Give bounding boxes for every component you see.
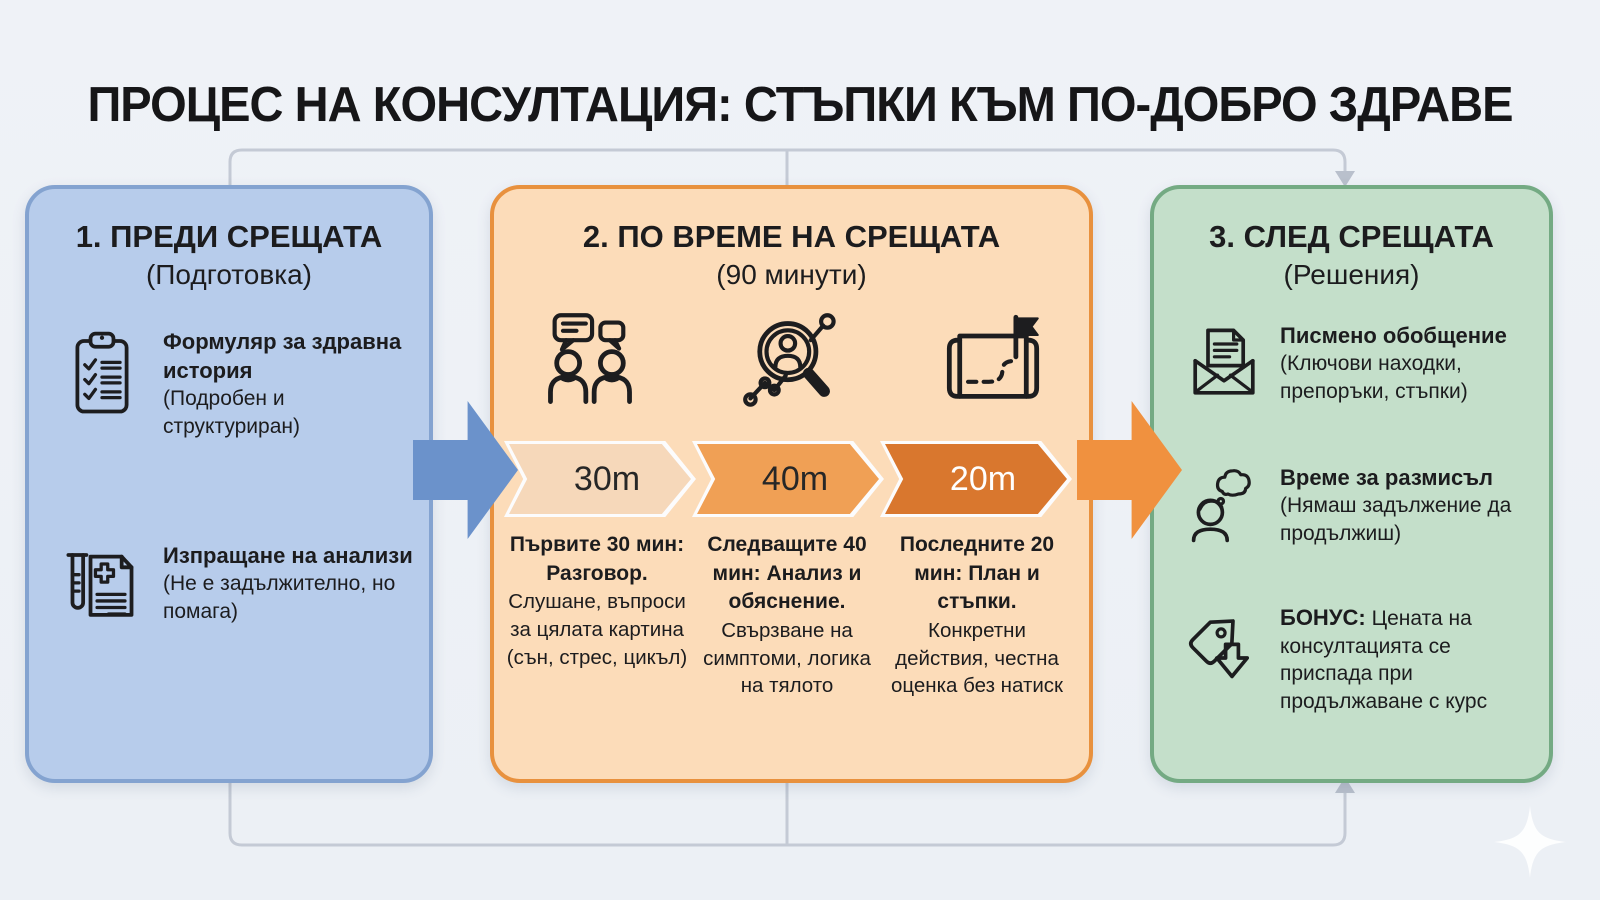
list-item-text: БОНУС: Цената на консултацията се приспа… [1280, 603, 1537, 716]
conversation-icon [536, 305, 644, 417]
page-title: ПРОЦЕС НА КОНСУЛТАЦИЯ: СТЪПКИ КЪМ ПО-ДОБ… [87, 77, 1513, 132]
panel-before-header: 1. ПРЕДИ СРЕЩАТА (Подготовка) [29, 217, 429, 294]
panel-during-meeting: 2. ПО ВРЕМЕ НА СРЕЩАТА (90 минути) [490, 185, 1093, 783]
timeline-label: 30m [573, 459, 641, 498]
panel-during-header: 2. ПО ВРЕМЕ НА СРЕЩАТА (90 минути) [494, 217, 1089, 294]
phase-40m-text: Следващите 40 мин: Анализ и обяснение. С… [693, 531, 881, 700]
list-item: Изпращане на анализи (Не е задължително,… [61, 541, 415, 633]
list-item-normal: (Ключови находки, препоръки, стъпки) [1280, 352, 1468, 403]
phase-normal: Слушане, въпроси за цялата картина (сън,… [506, 590, 688, 669]
analysis-magnifier-icon [738, 305, 846, 417]
list-item-text: Писмено обобщение (Ключови находки, преп… [1280, 321, 1537, 405]
list-item-bold: БОНУС: [1280, 605, 1366, 630]
timeline-segment-40m: 40m [692, 441, 884, 517]
phase-normal: Свързване на симптоми, логика на тялото [703, 618, 871, 698]
phase-normal: Конкретни действия, честна оценка без на… [890, 618, 1064, 698]
list-item-text: Изпращане на анализи (Не е задължително,… [163, 541, 415, 625]
list-item-text: Време за размисъл (Нямаш задължение да п… [1280, 463, 1537, 547]
price-tag-discount-icon [1184, 603, 1264, 689]
during-icons-row [494, 305, 1089, 417]
phase-30m-text: Първите 30 мин: Разговор. Слушане, въпро… [503, 531, 691, 672]
phase-20m-text: Последните 20 мин: План и стъпки. Конкре… [883, 531, 1071, 700]
list-item-bold: Изпращане на анализи [163, 543, 413, 568]
timeline-segment-20m: 20m [880, 441, 1072, 517]
list-item-normal: (Не е задължително, но помага) [163, 572, 396, 623]
panel-before-meeting: 1. ПРЕДИ СРЕЩАТА (Подготовка) Формуля [25, 185, 433, 783]
list-item-normal: (Нямаш задължение да продължиш) [1280, 494, 1512, 545]
timeline-label: 40m [761, 459, 829, 498]
arrow-up-icon [1335, 777, 1355, 793]
panel-after-meeting: 3. СЛЕД СРЕЩАТА (Решения) Писмено обобще… [1150, 185, 1553, 783]
list-item: БОНУС: Цената на консултацията се приспа… [1184, 603, 1537, 716]
panel-during-title: 2. ПО ВРЕМЕ НА СРЕЩАТА [582, 219, 1001, 254]
arrow-down-icon [1335, 171, 1355, 187]
panel-during-subtitle: (90 минути) [716, 259, 867, 291]
panel-before-subtitle: (Подготовка) [145, 259, 313, 291]
phase-bold: Първите 30 мин: Разговор. [509, 533, 685, 585]
test-tube-document-icon [61, 541, 143, 633]
timeline-segment-30m: 30m [504, 441, 696, 517]
list-item-normal: Цената на консултацията се приспада при … [1280, 607, 1488, 714]
panel-after-title: 3. СЛЕД СРЕЩАТА [1209, 219, 1494, 254]
timeline-label: 20m [949, 459, 1017, 498]
list-item: Време за размисъл (Нямаш задължение да п… [1184, 463, 1537, 549]
list-item-bold: Писмено обобщение [1280, 323, 1507, 348]
map-plan-icon [939, 305, 1047, 417]
panel-after-header: 3. СЛЕД СРЕЩАТА (Решения) [1154, 217, 1549, 294]
phase-bold: Следващите 40 мин: Анализ и обяснение. [707, 533, 867, 614]
thinking-person-icon [1184, 463, 1264, 549]
list-item-bold: Време за размисъл [1280, 465, 1493, 490]
list-item-bold: Формуляр за здравна история [163, 329, 402, 384]
timeline-bar: 30m 40m 20m [504, 441, 1079, 517]
list-item-normal: (Подробен и структуриран) [163, 387, 300, 438]
envelope-summary-icon [1184, 321, 1264, 407]
list-item-text: Формуляр за здравна история (Подробен и … [163, 327, 415, 441]
panel-before-title: 1. ПРЕДИ СРЕЩАТА [75, 219, 383, 254]
sparkle-icon [1494, 806, 1566, 878]
list-item: Формуляр за здравна история (Подробен и … [61, 327, 415, 441]
clipboard-checklist-icon [61, 327, 143, 419]
list-item: Писмено обобщение (Ключови находки, преп… [1184, 321, 1537, 407]
phase-bold: Последните 20 мин: План и стъпки. [899, 533, 1055, 614]
panel-after-subtitle: (Решения) [1283, 259, 1420, 291]
